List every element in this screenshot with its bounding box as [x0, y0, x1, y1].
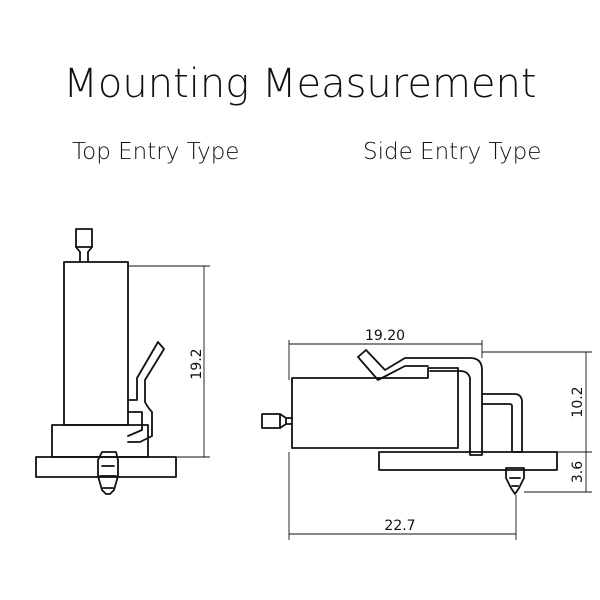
side-entry-width-dim: 22.7	[384, 518, 415, 534]
side-entry-length-dim: 19.20	[365, 328, 405, 344]
side-entry-pcb	[378, 451, 558, 471]
side-entry-height-dim: 10.2	[570, 386, 586, 417]
side-entry-latch	[357, 349, 483, 456]
top-entry-latch	[127, 341, 165, 443]
top-entry-label: Top Entry Type	[72, 139, 239, 165]
top-entry-peg	[97, 451, 119, 495]
top-entry-pcb	[35, 456, 177, 478]
page-title: Mounting Measurement	[63, 61, 536, 107]
top-entry-height-dim: 19.2	[189, 348, 205, 379]
side-entry-connector: 19.20 22.7 10.2 3.6	[261, 328, 592, 540]
top-entry-housing	[63, 261, 129, 426]
top-entry-base-block	[51, 424, 149, 458]
side-entry-pin-dim: 3.6	[570, 461, 586, 483]
top-entry-connector: 19.2	[35, 228, 210, 495]
side-entry-peg	[505, 467, 525, 495]
top-entry-pin	[75, 228, 93, 248]
side-entry-housing	[291, 367, 459, 449]
side-entry-pin	[261, 413, 281, 429]
side-entry-leg	[481, 393, 523, 453]
side-entry-label: Side Entry Type	[363, 139, 541, 165]
